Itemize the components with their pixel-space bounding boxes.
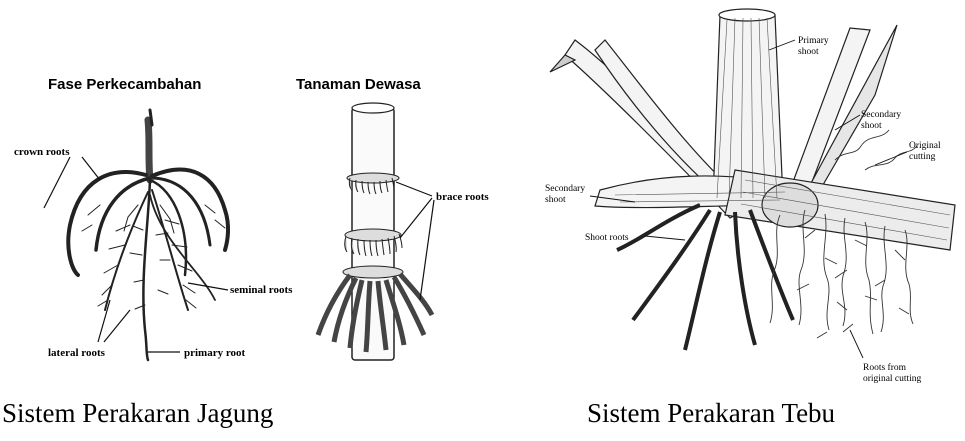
roots-from-cutting-label-1: Roots from <box>863 362 907 373</box>
sugarcane-caption: Sistem Perakaran Tebu <box>587 398 835 429</box>
maize-caption: Sistem Perakaran Jagung <box>2 398 273 429</box>
seedling-drawing <box>68 110 228 360</box>
primary-shoot-label-1: Primary <box>798 36 829 46</box>
secondary-shoot-left-label-1: Secondary <box>545 184 585 194</box>
maize-root-illustration: crown roots seminal roots lateral roots … <box>0 0 520 390</box>
secondary-shoot-left-label-2: shoot <box>545 195 566 205</box>
secondary-shoot-right-label-2: shoot <box>861 121 882 131</box>
lateral-roots-label: lateral roots <box>48 347 106 359</box>
secondary-shoot-right-label-1: Secondary <box>861 110 901 120</box>
brace-roots-label: brace roots <box>436 191 489 203</box>
primary-shoot-label-2: shoot <box>798 47 819 57</box>
roots-from-cutting-label-2: original cutting <box>863 374 922 384</box>
original-cutting-label-1: Original <box>909 141 941 151</box>
original-cutting-label-2: cutting <box>909 152 936 162</box>
adult-plant-drawing <box>318 103 432 360</box>
seminal-roots-label: seminal roots <box>230 284 293 296</box>
crown-roots-label: crown roots <box>14 146 70 158</box>
shoot-roots <box>617 205 793 350</box>
brace-roots-leaders <box>396 182 434 300</box>
sugarcane-root-illustration: Primary shoot Secondary shoot Original c… <box>545 0 965 395</box>
primary-root-label: primary root <box>184 347 246 359</box>
shoot-roots-label: Shoot roots <box>585 233 629 243</box>
